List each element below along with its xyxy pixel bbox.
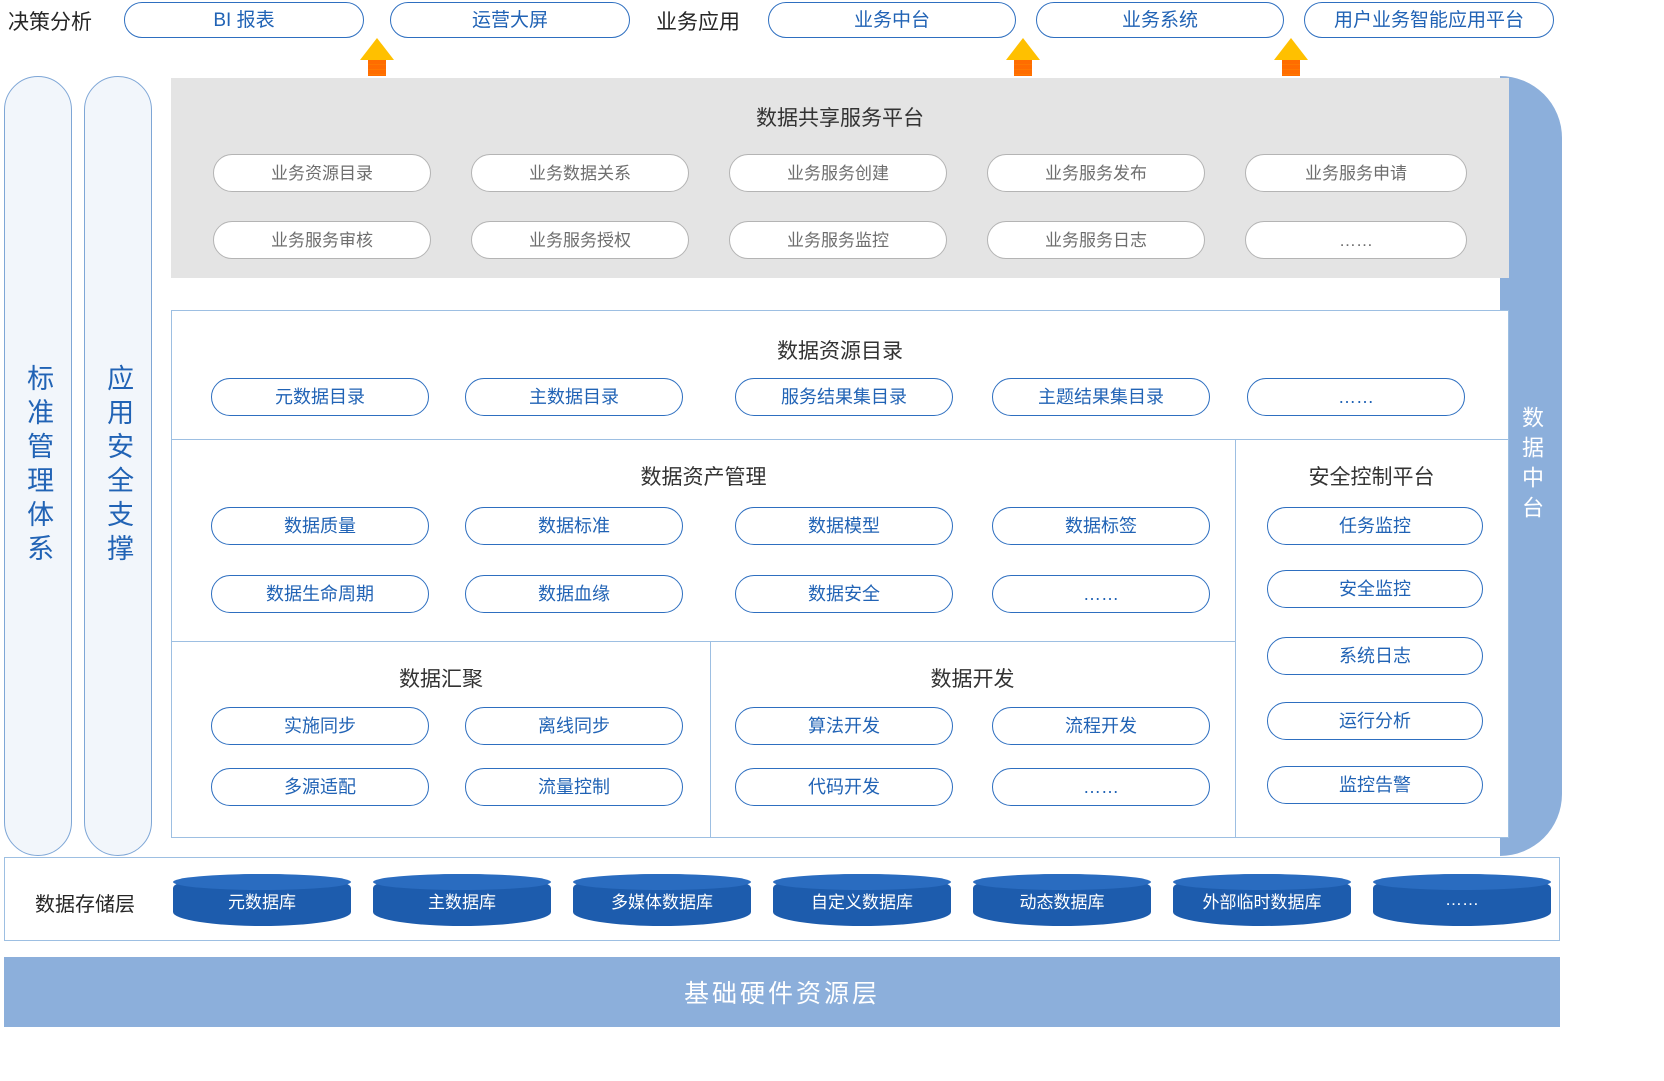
cylinder-top-icon: [773, 874, 951, 890]
development-item-code[interactable]: 代码开发: [735, 768, 953, 806]
security-item-operation-analysis[interactable]: 运行分析: [1267, 702, 1483, 740]
sidebar-application-security-label: 应用安全支撑: [103, 364, 134, 568]
database-more[interactable]: ……: [1373, 874, 1551, 926]
cylinder-top-icon: [573, 874, 751, 890]
convergence-item-flow-control[interactable]: 流量控制: [465, 768, 683, 806]
sidebar-standard-management-system[interactable]: 标准管理体系: [4, 76, 72, 856]
asset-item-data-tag[interactable]: 数据标签: [992, 507, 1210, 545]
sidebar-data-middle-platform[interactable]: 数据中台: [1500, 76, 1562, 856]
asset-item-data-quality[interactable]: 数据质量: [211, 507, 429, 545]
top-application-row: 决策分析 BI 报表 运营大屏 业务应用 业务中台 业务系统 用户业务智能应用平…: [0, 0, 1664, 40]
data-storage-layer: 数据存储层 元数据库 主数据库 多媒体数据库 自定义数据库 动态数据库 外部临时…: [4, 857, 1560, 941]
divider-asset-convergence: [172, 641, 1235, 642]
app-business-system[interactable]: 业务系统: [1036, 2, 1284, 38]
app-user-intelligent-platform[interactable]: 用户业务智能应用平台: [1304, 2, 1554, 38]
decision-analysis-label: 决策分析: [8, 11, 92, 34]
cylinder-top-icon: [173, 874, 351, 890]
cylinder-top-icon: [973, 874, 1151, 890]
catalog-item-service-result-set[interactable]: 服务结果集目录: [735, 378, 953, 416]
catalog-item-metadata[interactable]: 元数据目录: [211, 378, 429, 416]
asset-item-data-lineage[interactable]: 数据血缘: [465, 575, 683, 613]
database-metadata[interactable]: 元数据库: [173, 874, 351, 926]
arrow-head-icon: [1006, 38, 1040, 60]
asset-management-title: 数据资产管理: [640, 466, 767, 489]
database-dynamic-label: 动态数据库: [1019, 892, 1105, 912]
convergence-item-realtime-sync[interactable]: 实施同步: [211, 707, 429, 745]
data-convergence-title: 数据汇聚: [399, 668, 483, 691]
up-arrow-right: [1274, 38, 1308, 76]
arrow-stem-icon: [1014, 60, 1032, 76]
app-business-middle-platform[interactable]: 业务中台: [768, 2, 1016, 38]
share-item-business-service-log[interactable]: 业务服务日志: [987, 221, 1205, 259]
security-item-security-monitor[interactable]: 安全监控: [1267, 570, 1483, 608]
share-item-more[interactable]: ……: [1245, 221, 1467, 259]
asset-item-data-standard[interactable]: 数据标准: [465, 507, 683, 545]
asset-item-data-lifecycle[interactable]: 数据生命周期: [211, 575, 429, 613]
catalog-item-master-data[interactable]: 主数据目录: [465, 378, 683, 416]
share-item-business-resource-catalog[interactable]: 业务资源目录: [213, 154, 431, 192]
development-item-process[interactable]: 流程开发: [992, 707, 1210, 745]
database-multimedia-label: 多媒体数据库: [611, 892, 713, 912]
business-application-label: 业务应用: [656, 11, 740, 34]
database-custom[interactable]: 自定义数据库: [773, 874, 951, 926]
catalog-item-topic-result-set[interactable]: 主题结果集目录: [992, 378, 1210, 416]
share-item-business-service-audit[interactable]: 业务服务审核: [213, 221, 431, 259]
data-development-title: 数据开发: [930, 668, 1015, 691]
arrow-head-icon: [360, 38, 394, 60]
security-item-task-monitor[interactable]: 任务监控: [1267, 507, 1483, 545]
storage-layer-label: 数据存储层: [35, 894, 135, 916]
share-platform-title: 数据共享服务平台: [756, 107, 924, 130]
share-item-business-service-publish[interactable]: 业务服务发布: [987, 154, 1205, 192]
data-sharing-service-platform: 数据共享服务平台 业务资源目录 业务数据关系 业务服务创建 业务服务发布 业务服…: [171, 78, 1509, 278]
security-item-monitor-alarm[interactable]: 监控告警: [1267, 766, 1483, 804]
asset-item-more[interactable]: ……: [992, 575, 1210, 613]
sidebar-data-middle-platform-label: 数据中台: [1519, 406, 1544, 526]
arrow-stem-icon: [1282, 60, 1300, 76]
share-item-business-service-monitor[interactable]: 业务服务监控: [729, 221, 947, 259]
hardware-resource-layer-label: 基础硬件资源层: [683, 980, 880, 1008]
cylinder-top-icon: [1373, 874, 1551, 890]
development-item-algorithm[interactable]: 算法开发: [735, 707, 953, 745]
security-platform-title: 安全控制平台: [1308, 466, 1435, 489]
database-custom-label: 自定义数据库: [811, 892, 913, 912]
database-external-temp[interactable]: 外部临时数据库: [1173, 874, 1351, 926]
database-metadata-label: 元数据库: [228, 892, 296, 912]
database-master-data-label: 主数据库: [428, 892, 496, 912]
share-item-business-service-authorize[interactable]: 业务服务授权: [471, 221, 689, 259]
sidebar-application-security-support[interactable]: 应用安全支撑: [84, 76, 152, 856]
resource-catalog-title: 数据资源目录: [777, 340, 903, 363]
database-master-data[interactable]: 主数据库: [373, 874, 551, 926]
app-operations-dashboard[interactable]: 运营大屏: [390, 2, 630, 38]
divider-catalog-asset: [172, 439, 1508, 440]
cylinder-top-icon: [373, 874, 551, 890]
security-item-system-log[interactable]: 系统日志: [1267, 637, 1483, 675]
arrow-stem-icon: [368, 60, 386, 76]
database-more-label: ……: [1445, 890, 1479, 909]
development-item-more[interactable]: ……: [992, 768, 1210, 806]
up-arrow-middle: [1006, 38, 1040, 76]
asset-item-data-security[interactable]: 数据安全: [735, 575, 953, 613]
share-item-business-service-apply[interactable]: 业务服务申请: [1245, 154, 1467, 192]
arrow-head-icon: [1274, 38, 1308, 60]
database-dynamic[interactable]: 动态数据库: [973, 874, 1151, 926]
convergence-item-multisource-adaptation[interactable]: 多源适配: [211, 768, 429, 806]
share-item-business-data-relation[interactable]: 业务数据关系: [471, 154, 689, 192]
share-item-business-service-create[interactable]: 业务服务创建: [729, 154, 947, 192]
convergence-item-offline-sync[interactable]: 离线同步: [465, 707, 683, 745]
data-platform-main-frame: 数据资源目录 元数据目录 主数据目录 服务结果集目录 主题结果集目录 …… 数据…: [171, 310, 1509, 838]
database-multimedia[interactable]: 多媒体数据库: [573, 874, 751, 926]
database-external-temp-label: 外部临时数据库: [1202, 892, 1322, 912]
app-bi-report[interactable]: BI 报表: [124, 2, 364, 38]
asset-item-data-model[interactable]: 数据模型: [735, 507, 953, 545]
divider-security-column: [1235, 439, 1236, 837]
sidebar-standard-management-label: 标准管理体系: [23, 364, 54, 568]
catalog-item-more[interactable]: ……: [1247, 378, 1465, 416]
divider-convergence-development: [710, 641, 711, 837]
cylinder-top-icon: [1173, 874, 1351, 890]
up-arrow-left: [360, 38, 394, 76]
hardware-resource-layer: 基础硬件资源层: [4, 957, 1560, 1027]
